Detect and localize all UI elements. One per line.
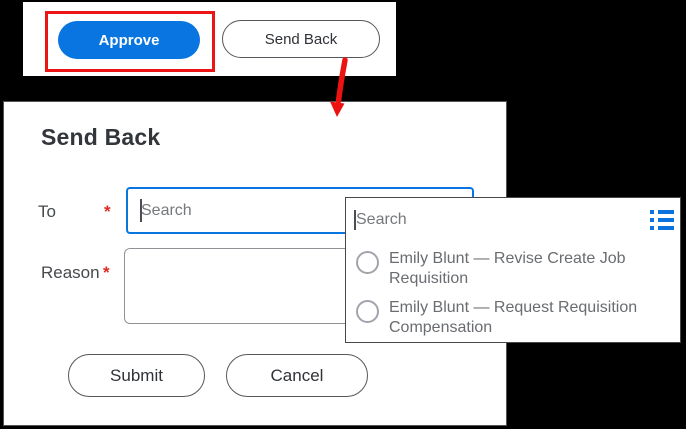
menu-icon-row	[650, 210, 674, 214]
reason-required-asterisk: *	[103, 263, 110, 282]
search-results-popup: Emily Blunt — Revise Create Job Requisit…	[345, 197, 681, 343]
list-menu-icon[interactable]	[650, 210, 674, 230]
action-bar-panel: Approve Send Back	[23, 2, 396, 76]
send-back-button[interactable]: Send Back	[222, 20, 380, 58]
popup-search-input[interactable]	[352, 206, 586, 234]
reason-field-label: Reason	[41, 263, 100, 282]
to-field-label: To	[38, 202, 56, 221]
to-input-caret	[140, 199, 142, 222]
cancel-button[interactable]: Cancel	[226, 354, 368, 397]
radio-button[interactable]	[356, 300, 379, 323]
menu-icon-row	[650, 218, 674, 222]
prompt-option[interactable]: Emily Blunt — Revise Create Job Requisit…	[356, 249, 647, 289]
red-arrow-icon	[330, 57, 348, 117]
option-label: Emily Blunt — Request Requisition Compen…	[389, 299, 638, 336]
approve-button[interactable]: Approve	[58, 21, 200, 59]
to-required-asterisk: *	[104, 202, 111, 221]
menu-icon-row	[650, 226, 674, 230]
prompt-option[interactable]: Emily Blunt — Request Requisition Compen…	[356, 298, 647, 338]
radio-button[interactable]	[356, 251, 379, 274]
submit-button[interactable]: Submit	[68, 354, 205, 397]
approve-highlight-box	[45, 11, 215, 72]
dialog-title: Send Back	[41, 124, 161, 150]
popup-search-caret	[354, 210, 356, 230]
option-label: Emily Blunt — Revise Create Job Requisit…	[389, 250, 626, 287]
